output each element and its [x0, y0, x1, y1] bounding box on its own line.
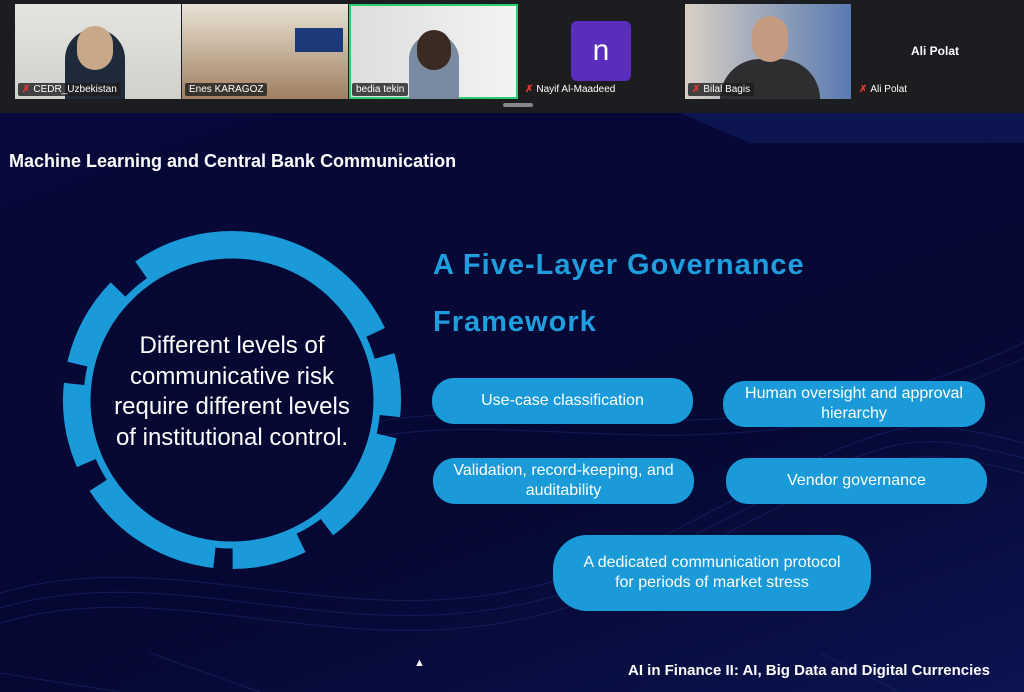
wave-background	[0, 113, 1024, 692]
participant-tile[interactable]: ✗CEDR_Uzbekistan	[15, 4, 181, 99]
mouse-cursor-icon: ▲	[414, 657, 425, 669]
layer-pill: Vendor governance	[726, 458, 987, 504]
participant-name: Bilal Bagis	[703, 84, 751, 95]
muted-mic-icon: ✗	[22, 84, 31, 95]
participant-tile[interactable]: Ali Polat ✗Ali Polat	[852, 4, 1018, 99]
muted-mic-icon: ✗	[859, 84, 868, 95]
strip-resize-handle[interactable]	[503, 103, 533, 107]
avatar: n	[571, 21, 631, 81]
layer-pill: Use-case classification	[432, 378, 693, 424]
participant-name: Enes KARAGOZ	[189, 84, 264, 95]
participant-display-name: Ali Polat	[910, 44, 959, 58]
layer-pill: Validation, record-keeping, and auditabi…	[433, 458, 694, 504]
shared-slide: Machine Learning and Central Bank Commun…	[0, 113, 1024, 692]
framework-heading-line1: A Five-Layer Governance	[433, 249, 805, 281]
participant-tile[interactable]: Enes KARAGOZ	[182, 4, 348, 99]
layer-pill: Human oversight and approval hierarchy	[723, 381, 985, 427]
slide-title: Machine Learning and Central Bank Commun…	[9, 151, 457, 171]
participant-name: Ali Polat	[870, 84, 908, 95]
framework-heading-line2: Framework	[433, 306, 597, 338]
muted-mic-icon: ✗	[525, 84, 534, 95]
slide-footer: AI in Finance II: AI, Big Data and Digit…	[627, 662, 990, 679]
participant-tile-active[interactable]: bedia tekin	[349, 4, 518, 99]
gear-caption: Different levels of communicative risk r…	[114, 332, 350, 451]
participant-name: CEDR_Uzbekistan	[33, 84, 117, 95]
layer-pill: A dedicated communication protocol for p…	[553, 535, 871, 611]
participant-tile[interactable]: ✗Bilal Bagis	[685, 4, 851, 99]
participant-strip: ✗CEDR_Uzbekistan Enes KARAGOZ bedia teki…	[0, 0, 1024, 113]
participant-name: bedia tekin	[356, 84, 405, 95]
participant-name: Nayif Al-Maadeed	[536, 84, 616, 95]
muted-mic-icon: ✗	[692, 84, 701, 95]
participant-tile[interactable]: n ✗Nayif Al-Maadeed	[518, 4, 684, 99]
gear-graphic	[63, 231, 401, 569]
